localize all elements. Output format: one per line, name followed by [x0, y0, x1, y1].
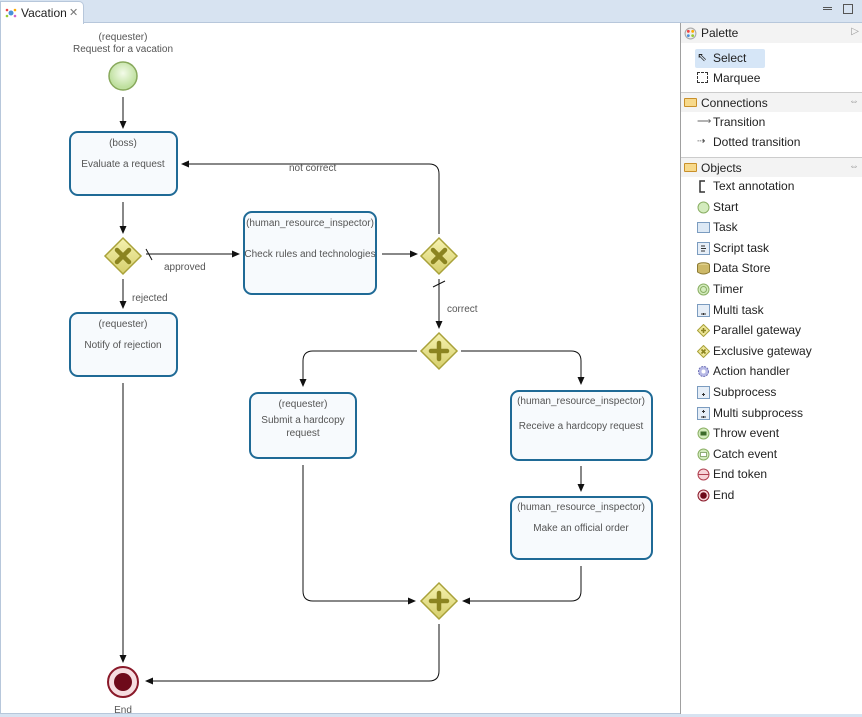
palette-title: Palette — [701, 26, 739, 40]
collapse-palette-icon[interactable]: ▷ — [851, 26, 859, 37]
flow-split-left — [299, 350, 417, 387]
connections-header[interactable]: Connections⇔ — [681, 92, 862, 112]
parallel-gateway-join[interactable] — [421, 583, 457, 619]
tab-title: Vacation — [21, 6, 67, 20]
pin-icon[interactable]: ⇔ — [849, 161, 859, 172]
data-store-icon — [697, 262, 710, 275]
task-label-line2: request — [286, 428, 320, 439]
label-not-correct: not correct — [289, 163, 336, 174]
multi-task-icon — [697, 303, 710, 317]
subprocess-icon — [697, 386, 710, 399]
script-task-icon — [697, 241, 710, 255]
task-label: Make an official order — [533, 523, 629, 534]
tool-timer[interactable]: Timer — [695, 280, 747, 299]
parallel-gateway-icon — [697, 324, 710, 338]
throw-event-icon — [697, 427, 710, 440]
tool-parallel-gateway[interactable]: Parallel gateway — [695, 321, 805, 340]
end-token-icon — [697, 468, 710, 481]
dotted-transition-icon: ⇢ — [697, 136, 706, 147]
task-receive-hardcopy[interactable] — [510, 390, 653, 461]
flow-not-correct — [181, 160, 440, 234]
task-official-order[interactable] — [510, 496, 653, 560]
task-role: (requester) — [99, 319, 148, 330]
exclusive-gateway-check[interactable] — [421, 238, 457, 274]
parallel-gateway-split[interactable] — [421, 333, 457, 369]
tool-multi-task[interactable]: Multi task — [695, 301, 768, 320]
tool-action-handler[interactable]: Action handler — [695, 362, 794, 381]
tool-script-task[interactable]: Script task — [695, 239, 773, 258]
folder-icon — [684, 163, 697, 172]
tool-select[interactable]: ⇖Select — [695, 49, 765, 68]
task-icon — [697, 222, 710, 234]
tool-throw-event[interactable]: Throw event — [695, 424, 783, 443]
flow-split-right — [461, 350, 585, 385]
annotation-icon — [699, 180, 705, 193]
task-notify-rejection[interactable] — [69, 312, 178, 377]
tool-subprocess[interactable]: Subprocess — [695, 383, 780, 402]
tool-exclusive-gateway[interactable]: Exclusive gateway — [695, 342, 816, 361]
end-icon — [697, 489, 710, 502]
start-role: (requester) — [99, 32, 148, 43]
task-role: (human_resource_inspector) — [517, 502, 645, 513]
gear-icon — [698, 366, 709, 378]
label-correct: correct — [447, 304, 478, 315]
task-role: (human_resource_inspector) — [517, 396, 645, 407]
transition-icon: ⟶ — [697, 116, 712, 127]
tool-start[interactable]: Start — [695, 198, 742, 217]
label-approved: approved — [164, 262, 206, 273]
pin-icon[interactable]: ⇔ — [849, 96, 859, 107]
task-label: Receive a hardcopy request — [519, 421, 644, 432]
process-icon — [5, 8, 17, 18]
exclusive-gateway-icon — [697, 344, 710, 358]
tool-marquee[interactable]: Marquee — [695, 69, 764, 88]
start-label: Request for a vacation — [73, 44, 173, 55]
objects-header[interactable]: Objects⇔ — [681, 157, 862, 177]
tool-dotted-transition[interactable]: ⇢Dotted transition — [697, 135, 801, 149]
tool-multi-subprocess[interactable]: Multi subprocess — [695, 404, 807, 423]
task-label: Check rules and technologies — [244, 249, 375, 260]
tool-data-store[interactable]: Data Store — [695, 259, 774, 278]
end-label: End — [114, 705, 132, 714]
tool-task[interactable]: Task — [695, 218, 742, 237]
marquee-icon — [697, 72, 708, 83]
palette-header: Palette ▷ — [681, 23, 862, 43]
flow-submit-to-join — [302, 465, 416, 605]
tool-end-token[interactable]: End token — [695, 465, 771, 484]
start-event[interactable] — [108, 61, 138, 91]
start-icon — [697, 201, 710, 214]
task-role: (human_resource_inspector) — [246, 218, 374, 229]
status-bar — [0, 714, 862, 717]
maximize-button[interactable] — [843, 4, 853, 14]
task-label: Submit a hardcopy — [261, 415, 344, 426]
multi-subprocess-icon — [697, 406, 710, 420]
tool-catch-event[interactable]: Catch event — [695, 445, 781, 464]
diagram-canvas[interactable]: (requester) Request for a vacation (boss… — [0, 23, 680, 714]
flow-order-to-join — [462, 566, 582, 605]
catch-event-icon — [697, 448, 710, 461]
exclusive-gateway-approval[interactable] — [105, 238, 141, 274]
tool-end[interactable]: End — [695, 486, 738, 505]
folder-icon — [684, 98, 697, 107]
task-role: (boss) — [109, 138, 137, 149]
cursor-icon: ⇖ — [697, 50, 708, 64]
task-evaluate-request[interactable] — [69, 131, 178, 196]
timer-icon — [697, 283, 710, 296]
task-label: Evaluate a request — [81, 159, 165, 170]
task-label: Notify of rejection — [84, 340, 161, 351]
flow-join-to-end — [145, 624, 440, 685]
tab-vacation[interactable]: Vacation ✕ — [0, 1, 84, 24]
label-rejected: rejected — [132, 293, 168, 304]
task-check-rules[interactable] — [243, 211, 377, 295]
tool-transition[interactable]: ⟶Transition — [697, 115, 766, 129]
editor-tab-bar: Vacation ✕ — [0, 0, 862, 24]
palette-icon — [684, 27, 697, 40]
tool-text-annotation[interactable]: Text annotation — [695, 177, 798, 196]
task-role: (requester) — [279, 399, 328, 410]
close-tab-icon[interactable]: ✕ — [69, 7, 79, 19]
end-event[interactable] — [107, 666, 139, 698]
task-submit-hardcopy[interactable] — [249, 392, 357, 459]
palette-panel: Palette ▷ ⇖Select Marquee Connections⇔ ⟶… — [680, 23, 862, 714]
minimize-button[interactable] — [823, 7, 832, 10]
